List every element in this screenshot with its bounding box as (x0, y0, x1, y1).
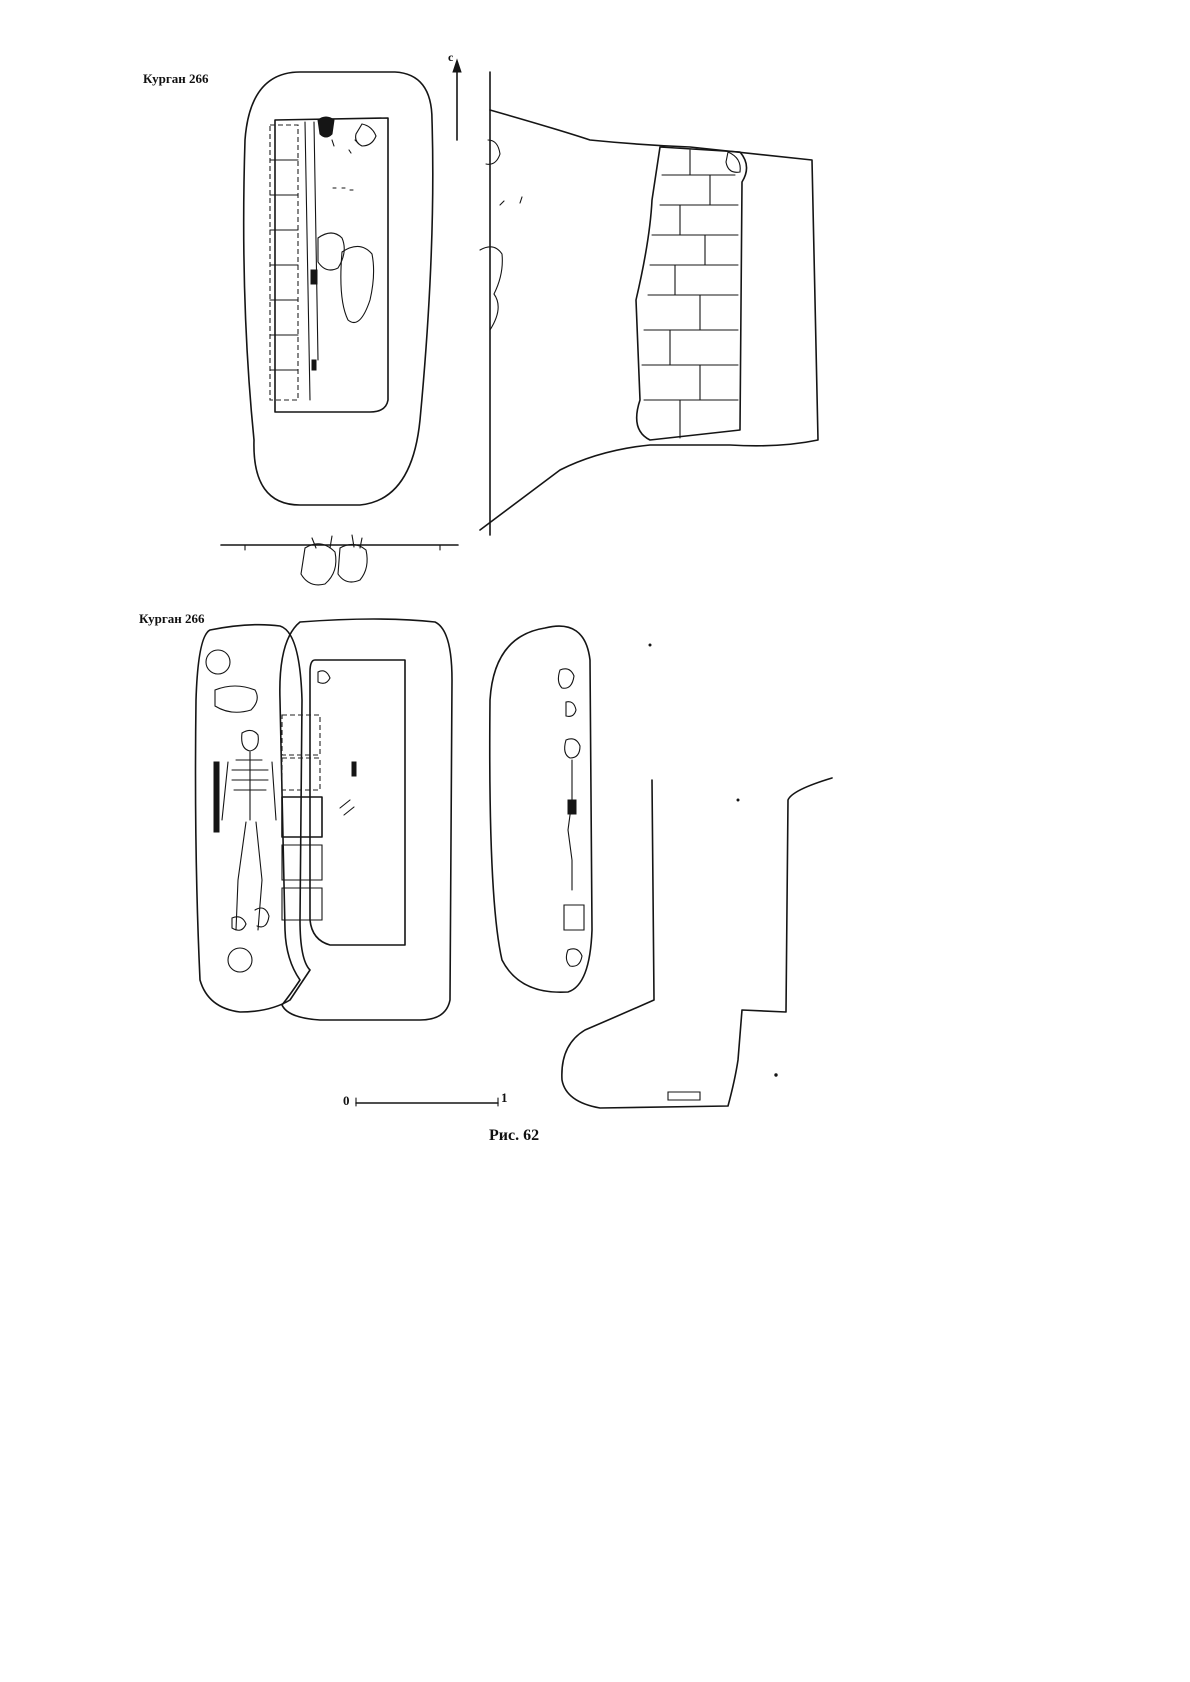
scale-bar (356, 1098, 498, 1106)
bottom-section-profile (562, 778, 832, 1108)
kurgan-label-middle: Курган 266 (139, 611, 204, 627)
top-section-profile (480, 72, 818, 535)
north-marker-label: с (448, 50, 453, 65)
figure-caption: Рис. 62 (489, 1127, 539, 1145)
kurgan-label-top: Курган 266 (143, 71, 208, 87)
middle-burial-plan (196, 619, 453, 1020)
scale-end-label: 1 (501, 1090, 508, 1106)
scale-start-label: 0 (343, 1093, 350, 1109)
top-section-baseline (221, 535, 458, 585)
middle-burial-section (490, 626, 592, 992)
north-arrow (453, 60, 461, 140)
top-plan-pit (244, 72, 433, 505)
